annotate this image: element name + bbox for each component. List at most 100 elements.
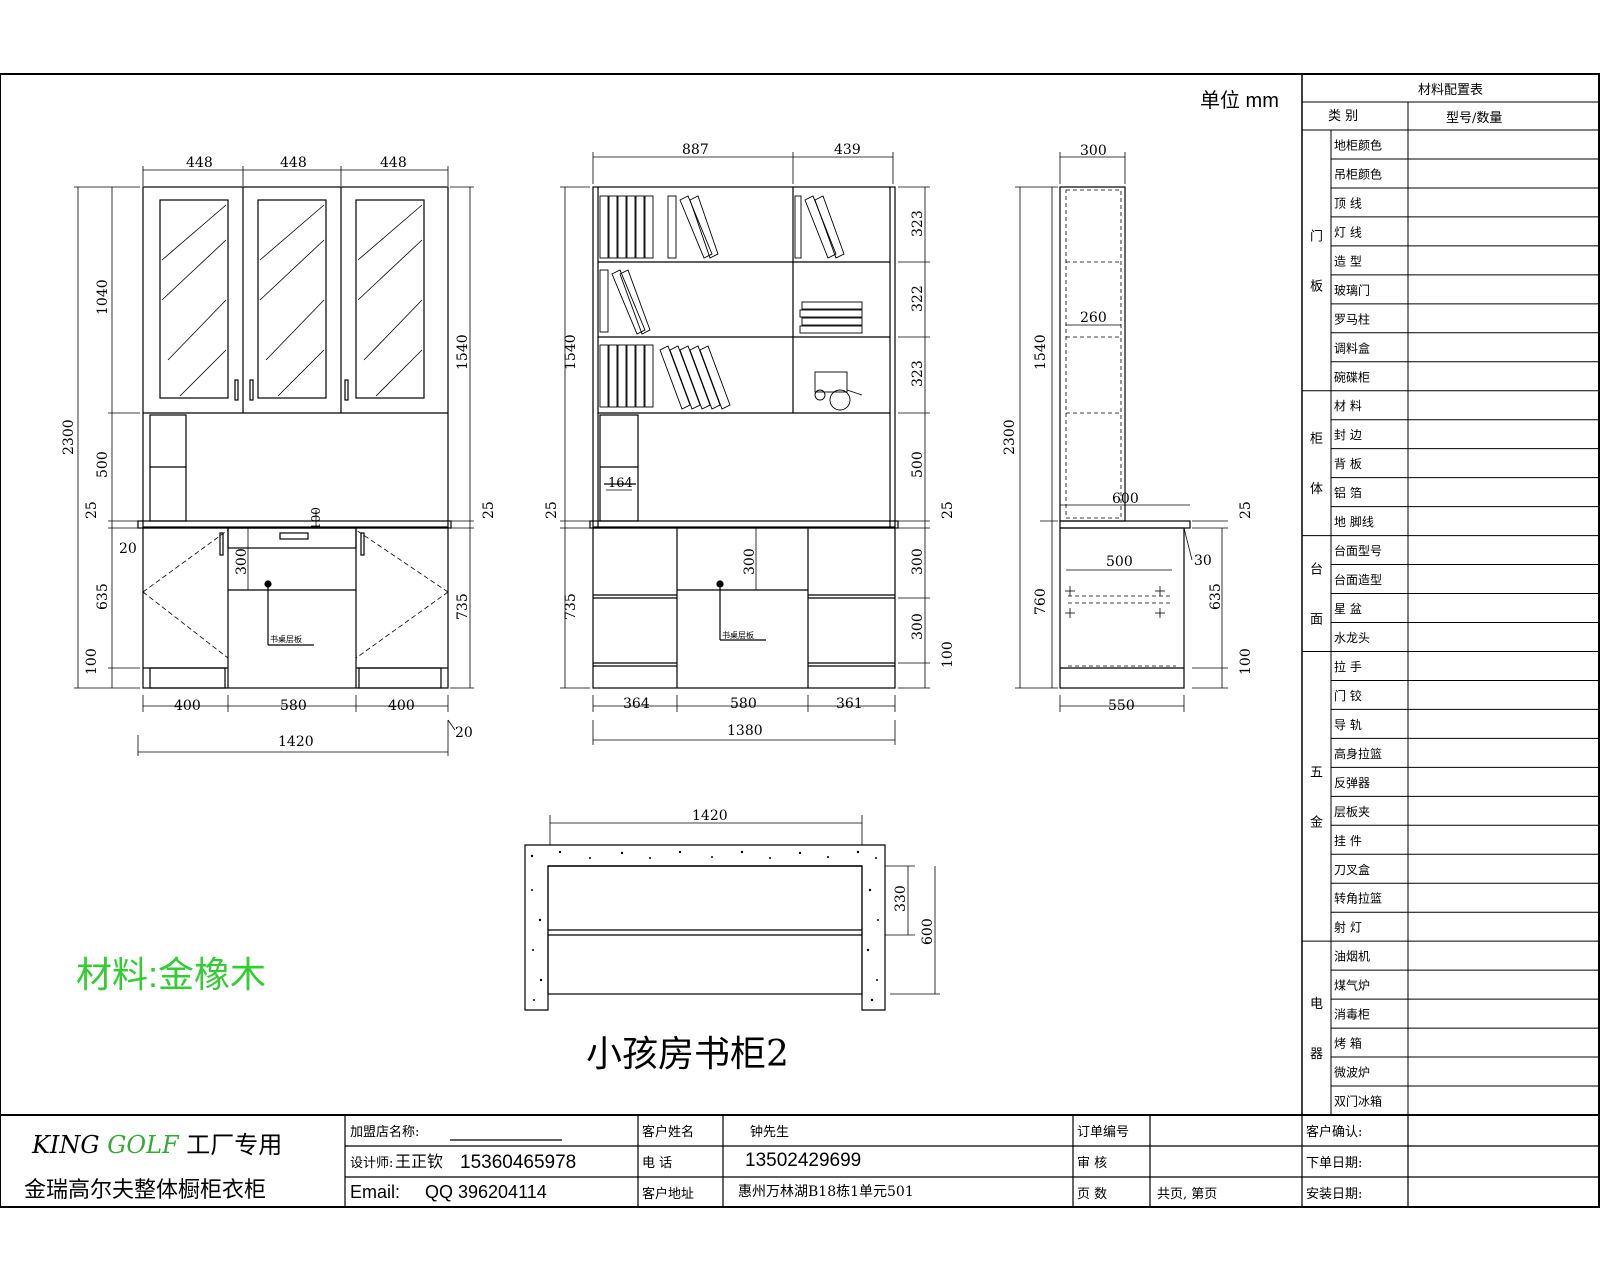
review-label: 审 核 (1077, 1156, 1107, 1171)
table-item: 拉 手 (1334, 659, 1362, 674)
table-item: 顶 线 (1334, 196, 1362, 210)
side-bottom-dim: 550 (1108, 698, 1135, 714)
front-inner-dim-300: 300 (234, 548, 250, 575)
front-left-dim-500: 500 (95, 451, 111, 478)
table-item: 射 灯 (1334, 920, 1362, 935)
table-item: 导 轨 (1334, 718, 1362, 732)
material-label: 材料:金橡木 (76, 954, 267, 995)
bookcase-left-dim-1540: 1540 (563, 334, 579, 370)
table-item: 煤气炉 (1334, 978, 1370, 993)
front-right-dim-25: 25 (481, 501, 497, 519)
side-elevation-labels: 300 260 600 500 1540 2300 760 25 30 635 … (1002, 143, 1254, 714)
plan-right-dim-330: 330 (893, 885, 909, 912)
table-item: 烤 箱 (1334, 1036, 1362, 1051)
material-table-title: 材料配置表 (1418, 83, 1483, 98)
bookcase-right-dim-5: 25 (940, 501, 956, 519)
table-item: 台面型号 (1334, 543, 1382, 558)
front-top-dim-1: 448 (186, 155, 213, 171)
bookcase-bottom-dim-1: 364 (623, 696, 650, 712)
side-left-dim-2300: 2300 (1002, 419, 1018, 455)
table-item: 高身拉篮 (1334, 746, 1382, 761)
bookcase-top-dim-2: 439 (834, 142, 861, 158)
table-category-char: 台 (1310, 563, 1323, 578)
side-left-dim-760: 760 (1033, 588, 1049, 615)
front-overall-width: 1420 (278, 734, 314, 750)
table-item: 地柜颜色 (1334, 137, 1382, 152)
front-left-dim-1040: 1040 (95, 279, 111, 315)
address-value: 惠州万林湖B18栋1单元501 (738, 1183, 914, 1200)
front-bottom-dim-3: 400 (388, 698, 415, 714)
bookcase-inner-dim-164: 164 (608, 476, 633, 491)
table-item: 微波炉 (1334, 1066, 1370, 1080)
plan-right-dim-600: 600 (920, 918, 936, 945)
designer-name: 王正钦 (395, 1152, 443, 1171)
bookcase-left-dim-735: 735 (563, 593, 579, 620)
side-right-dim-635: 635 (1208, 583, 1224, 610)
bookcase-right-dim-6: 300 (910, 548, 926, 575)
customer-name-label: 客户姓名 (642, 1124, 694, 1140)
table-item: 刀叉盒 (1334, 862, 1370, 877)
table-item: 材 料 (1334, 399, 1362, 413)
front-overall-height: 2300 (61, 419, 77, 455)
title-block-text: 加盟店名称: 设计师: 王正钦 15360465978 Email: QQ 39… (350, 1124, 1362, 1202)
table-category-char: 体 (1310, 482, 1323, 497)
order-label: 订单编号 (1077, 1125, 1129, 1140)
bookcase-bottom-dim-3: 361 (836, 696, 863, 712)
front-bottom-dim-2: 580 (280, 698, 307, 714)
bookcase-right-dim-4: 500 (910, 451, 926, 478)
brand-line-1: KING GOLF 工厂专用 (32, 1125, 282, 1160)
bookcase-note: 书桌层板 (722, 630, 754, 640)
title-block-grid (344, 1115, 1599, 1207)
table-category-char: 金 (1310, 814, 1323, 830)
phone-value: 13502429699 (745, 1150, 861, 1171)
bookcase-elevation-labels: 887 439 323 322 323 500 25 300 300 100 1… (544, 142, 956, 739)
table-item: 玻璃门 (1334, 282, 1370, 297)
table-category-char: 柜 (1310, 432, 1323, 447)
table-header-spec: 型号/数量 (1446, 111, 1502, 126)
front-inner-dim-100: 100 (309, 507, 323, 530)
bookcase-right-dim-1: 323 (910, 210, 926, 237)
side-inner-dim-600: 600 (1112, 491, 1139, 507)
confirm-label: 客户确认: (1306, 1124, 1362, 1140)
front-corner-dim: 20 (455, 725, 473, 741)
table-item: 调料盒 (1334, 340, 1370, 355)
side-right-dim-30: 30 (1194, 553, 1212, 569)
table-item: 门 铰 (1334, 688, 1362, 703)
table-category-char: 电 (1310, 997, 1323, 1012)
address-label: 客户地址 (642, 1186, 694, 1202)
bookcase-right-dim-8: 100 (940, 641, 956, 668)
table-category-char: 面 (1310, 613, 1323, 628)
side-left-dim-1540: 1540 (1033, 334, 1049, 370)
front-inner-dim-20: 20 (119, 541, 137, 557)
bookcase-right-dim-3: 323 (910, 360, 926, 387)
bookcase-right-dim-7: 300 (910, 613, 926, 640)
side-right-dim-100: 100 (1238, 648, 1254, 675)
brand-king: KING (32, 1131, 108, 1159)
table-category-char: 器 (1310, 1047, 1323, 1062)
table-header-category: 类 别 (1328, 109, 1358, 124)
dealer-label: 加盟店名称: (350, 1124, 419, 1140)
table-item: 碗碟柜 (1334, 369, 1370, 384)
side-inner-dim-260: 260 (1080, 310, 1107, 326)
side-top-dim: 300 (1080, 143, 1107, 159)
front-elevation (74, 166, 474, 756)
table-item: 地 脚线 (1334, 514, 1374, 529)
front-right-dim-735: 735 (455, 593, 471, 620)
table-item: 背 板 (1334, 457, 1362, 471)
front-left-dim-25: 25 (84, 501, 100, 519)
table-item: 消毒柜 (1334, 1008, 1370, 1022)
bookcase-elevation (560, 152, 930, 745)
brand-golf: GOLF (107, 1131, 179, 1159)
bookcase-left-dim-25: 25 (544, 501, 560, 519)
plan-view-labels: 1420 330 600 (692, 808, 936, 945)
bookcase-right-dim-2: 322 (910, 285, 926, 312)
email-label: Email: (350, 1182, 400, 1202)
front-elevation-labels: 448 448 448 1040 500 25 635 100 2300 154… (61, 155, 497, 750)
designer-phone: 15360465978 (460, 1152, 576, 1173)
bookcase-overall-width: 1380 (727, 723, 763, 739)
pages-value: 共页, 第页 (1157, 1187, 1217, 1202)
table-category-char: 板 (1310, 279, 1323, 294)
phone-label: 电 话 (642, 1156, 672, 1171)
designer-label: 设计师: (350, 1156, 393, 1171)
